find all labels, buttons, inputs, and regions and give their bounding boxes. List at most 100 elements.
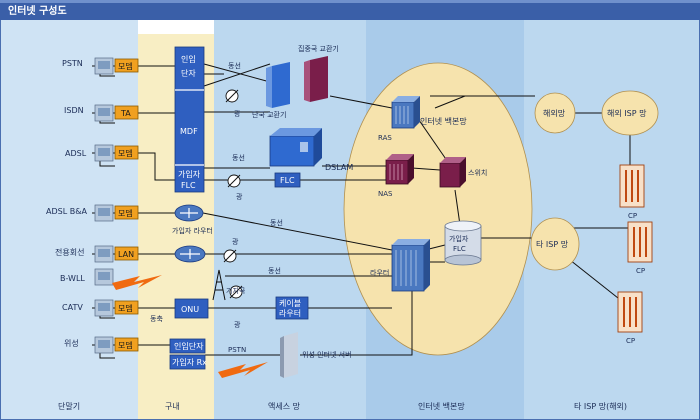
mdf-label: MDF: [180, 127, 198, 136]
access-column-label: 액세스 망: [268, 401, 301, 411]
isdn-ta: [114, 105, 139, 120]
bwll-lightning-icon: [112, 275, 162, 290]
ras-label: RAS: [378, 134, 392, 142]
copper-label-4: 동선: [268, 266, 281, 275]
adsl-ba-modem-label: 모뎀: [118, 208, 133, 218]
copper-label-3: 동선: [270, 218, 283, 227]
subscriber-router-arrows: [180, 208, 198, 218]
isp-column-label: 타 ISP 망(해외): [574, 401, 627, 411]
bwll-terminal-icon: [94, 268, 114, 286]
other-isp-label: 타 ISP 망: [536, 239, 569, 249]
lan-box-label: LAN: [118, 250, 134, 259]
copper-label-1: 동선: [228, 61, 241, 70]
optical-converter-icon-2: [227, 174, 241, 188]
flc-label: FLC: [280, 176, 295, 185]
pstn-modem: [114, 58, 139, 73]
dslam-label: DSLAM: [325, 163, 353, 172]
pstn-terminal-icon: [94, 57, 114, 75]
title-banner-highlight: [0, 0, 700, 3]
subscriber-flc-label-2: FLC: [181, 181, 196, 190]
onu-box: [174, 298, 209, 319]
coax-label: 동축: [150, 314, 163, 323]
onu-label: ONU: [181, 305, 199, 314]
switch-icon: [439, 157, 466, 188]
leased-label: 전용회선: [55, 247, 84, 257]
optical-label-1: 광: [234, 110, 241, 118]
optical-converter-icon-4: [229, 285, 243, 299]
overseas-isp-label: 해외 ISP 망: [607, 108, 647, 118]
catv-terminal-icon: [94, 299, 114, 317]
subscriber-flc-label-1: 가입자: [178, 170, 201, 179]
sat-in-label: 인입단자: [174, 341, 204, 351]
leased-router-arrows: [180, 249, 200, 259]
sat-rx-label: 가입자 Rx: [172, 358, 207, 367]
adsl-ba-label: ADSL B&A: [46, 207, 87, 216]
optical-label-3: 광: [232, 238, 239, 246]
bwll-label: B-WLL: [60, 274, 85, 283]
catv-modem-label: 모뎀: [118, 303, 133, 313]
subscriber-flc-cylinder-icon: [444, 220, 482, 266]
subscriber-router-label: 가입자 라우터: [172, 226, 213, 235]
pstn-label: PSTN: [62, 59, 83, 68]
other-isp-node: [530, 217, 580, 271]
sat-in-box: [169, 338, 206, 354]
backbone-ellipse: [343, 62, 533, 356]
cp-label-2: CP: [636, 267, 645, 275]
satellite-label: 위성: [64, 339, 79, 348]
sat-rx-box: [169, 354, 206, 370]
cp-server-icon-1: [619, 164, 645, 208]
catv-modem: [114, 300, 139, 315]
switch-label: 스위치: [468, 168, 487, 177]
overseas-label: 해외망: [543, 108, 566, 118]
local-switch-icon: [266, 62, 290, 108]
adsl-modem: [114, 145, 139, 160]
mdf-top-label-2: 단자: [181, 68, 196, 78]
adsl-label: ADSL: [65, 149, 87, 158]
sat-server-label: 위성 인터넷 서버: [302, 350, 352, 359]
cable-router-label-2: 라우터: [279, 309, 301, 318]
nas-icon: [385, 154, 414, 185]
sat-server-icon: [280, 332, 298, 378]
optical-label-2: 광: [236, 193, 243, 201]
satellite-terminal-icon: [94, 336, 114, 354]
cp-server-icon-3: [617, 291, 643, 333]
isdn-ta-label: TA: [120, 109, 131, 118]
base-station-icon: [212, 269, 226, 301]
isdn-label: ISDN: [64, 106, 84, 115]
mdf-top-label-1: 인입: [181, 54, 196, 64]
optical-converter-icon-1: [225, 89, 239, 103]
router-rack-icon: [391, 239, 430, 292]
backbone-column-label: 인터넷 백본망: [418, 401, 465, 411]
overseas-node: [534, 92, 576, 134]
local-switch-label: 단국 교환기: [252, 110, 286, 119]
terminal-column-label: 단말기: [58, 401, 80, 411]
cp-label-1: CP: [628, 212, 637, 220]
pstn-link-label: PSTN: [228, 346, 246, 354]
lan-box: [114, 246, 139, 261]
adsl-ba-modem: [114, 205, 139, 220]
adsl-modem-label: 모뎀: [118, 148, 133, 158]
title-banner: [0, 0, 700, 20]
terminal-icons: [94, 57, 114, 354]
terminal-column: [0, 20, 138, 420]
premises-column-label: 구내: [165, 402, 180, 411]
dslam-icon: [269, 128, 322, 167]
cp-server-icon-2: [627, 221, 653, 263]
subscriber-flc-cyl-label-1: 가입자: [449, 234, 469, 243]
leased-terminal-icon: [94, 245, 114, 263]
satellite-modem: [114, 337, 139, 352]
concentrator-switch-label: 집중국 교환기: [298, 44, 339, 53]
copper-label-2: 동선: [232, 153, 245, 162]
backbone-center-label: 인터넷 백본망: [420, 116, 467, 126]
concentrator-switch-icon: [304, 56, 328, 102]
catv-label: CATV: [62, 303, 83, 312]
cable-router-box: [275, 296, 309, 320]
adsl-ba-terminal-icon: [94, 204, 114, 222]
cp-label-3: CP: [626, 337, 635, 345]
optical-converter-icon-3: [223, 249, 237, 263]
satellite-lightning-icon: [218, 362, 268, 378]
flc-box: [274, 172, 301, 188]
page-title: 인터넷 구성도: [8, 4, 67, 17]
